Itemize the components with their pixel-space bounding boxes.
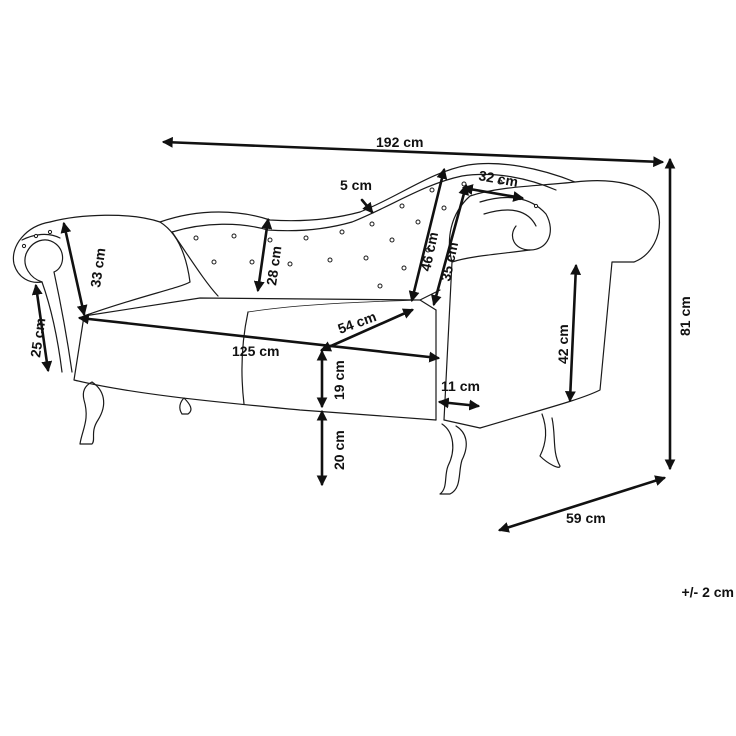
dim-low-back-height — [253, 217, 273, 293]
label-high-back-height: 46 cm — [417, 230, 441, 272]
label-seat-depth: 54 cm — [336, 308, 379, 337]
dimension-labels: 192 cm 81 cm 59 cm 125 cm 54 cm 19 cm 20… — [27, 134, 693, 526]
dim-right-arm-height — [564, 263, 582, 403]
dimension-lines — [31, 136, 676, 533]
label-left-arm-height: 33 cm — [87, 247, 108, 289]
label-left-arm-side: 25 cm — [27, 317, 48, 359]
label-low-back-height: 28 cm — [263, 245, 284, 287]
label-depth: 59 cm — [566, 510, 606, 526]
dim-total-width — [161, 136, 665, 168]
dim-left-arm-side — [31, 283, 53, 373]
dim-seat-depth — [320, 308, 414, 352]
dim-depth — [497, 475, 667, 533]
label-seat-width: 125 cm — [232, 343, 279, 359]
label-back-frame-top: 5 cm — [340, 177, 372, 193]
dim-high-back-inner — [431, 183, 469, 307]
dim-right-roll-width — [461, 184, 525, 202]
label-high-back-inner: 35 cm — [437, 240, 461, 282]
sofa-legs — [79, 381, 561, 495]
label-right-arm-height: 42 cm — [555, 324, 571, 364]
dim-right-arm-thickness — [437, 397, 481, 411]
label-seat-thickness: 19 cm — [331, 360, 347, 400]
dim-back-frame-top — [360, 198, 374, 214]
tolerance-note: +/- 2 cm — [681, 584, 734, 600]
label-leg-height: 20 cm — [331, 430, 347, 470]
label-total-width: 192 cm — [376, 134, 423, 150]
label-right-roll-width: 32 cm — [477, 167, 519, 190]
label-total-height: 81 cm — [677, 296, 693, 336]
dim-left-arm-height — [60, 221, 88, 317]
label-right-arm-thickness: 11 cm — [441, 378, 480, 394]
